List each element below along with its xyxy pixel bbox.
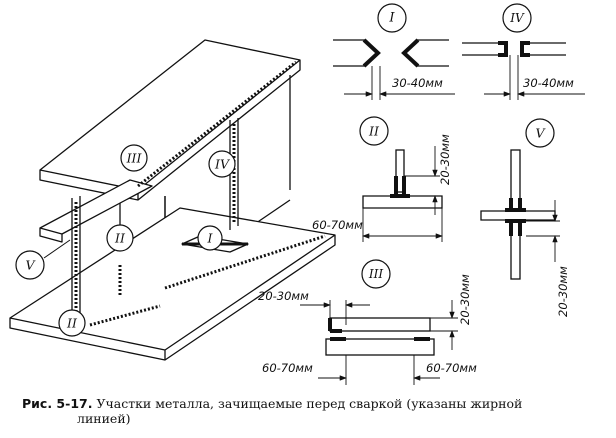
detail-iii: III 20-30мм 20-30мм 60-70мм 60-70мм bbox=[258, 259, 477, 385]
dim-20-30-v: 20-30мм bbox=[556, 266, 570, 317]
beam-callouts bbox=[15, 144, 236, 337]
weld-seams bbox=[74, 60, 326, 327]
dim-60-70-iii-left: 60-70мм bbox=[262, 361, 313, 375]
detail-iv: IV 30-40мм bbox=[462, 3, 585, 100]
callout-i bbox=[197, 225, 223, 251]
callout-v bbox=[15, 250, 45, 280]
detail-iii-label: III bbox=[368, 267, 383, 281]
label-iii: III bbox=[126, 151, 143, 166]
detail-ii: II 20-30мм 60-70мм bbox=[312, 116, 452, 242]
detail-i: I 30-40мм bbox=[333, 3, 455, 100]
callout-iii bbox=[120, 144, 148, 172]
dim-30-40-i: 30-40мм bbox=[392, 76, 443, 90]
callout-ii-lower bbox=[58, 309, 86, 337]
callout-iv bbox=[208, 150, 236, 178]
dim-60-70-iii-right: 60-70мм bbox=[426, 361, 477, 375]
callout-ii-upper bbox=[106, 224, 134, 252]
figure-caption: Рис. 5-17. Участки металла, зачищаемые п… bbox=[22, 396, 610, 426]
detail-ii-label: II bbox=[368, 124, 380, 139]
caption-line2: линией) bbox=[77, 411, 131, 426]
detail-v: V 20-30мм bbox=[480, 118, 570, 317]
caption-number: Рис. 5-17. bbox=[22, 396, 93, 411]
detail-i-label: I bbox=[388, 11, 395, 26]
label-iv: IV bbox=[214, 157, 231, 172]
end-plate bbox=[39, 179, 153, 243]
dim-60-70-ii: 60-70мм bbox=[312, 218, 363, 232]
weld-diagram: III IV II I V II I 30-40мм IV bbox=[9, 3, 585, 385]
caption-line1: Участки металла, зачищаемые перед сварко… bbox=[96, 396, 523, 411]
detail-iv-label: IV bbox=[509, 11, 525, 25]
dim-30-40-iv: 30-40мм bbox=[523, 76, 574, 90]
dim-20-30-ii: 20-30мм bbox=[438, 134, 452, 185]
i-beam-isometric bbox=[9, 39, 336, 361]
label-ii-lower: II bbox=[66, 316, 78, 331]
dim-20-30-iii-vertical: 20-30мм bbox=[458, 274, 472, 325]
label-i: I bbox=[207, 231, 214, 246]
detail-v-label: V bbox=[535, 126, 546, 141]
label-ii-upper: II bbox=[114, 231, 126, 246]
dim-20-30-iii-horizontal: 20-30мм bbox=[258, 289, 309, 303]
label-v: V bbox=[25, 258, 36, 273]
top-flange bbox=[39, 39, 301, 201]
